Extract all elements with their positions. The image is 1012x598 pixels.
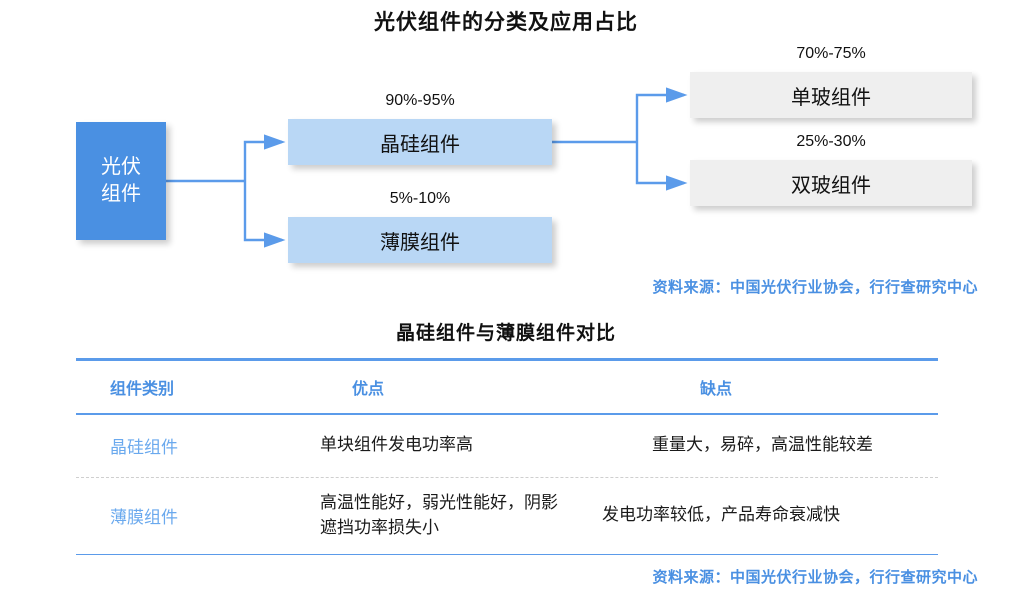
column-header-cons: 缺点 xyxy=(700,381,733,398)
page-title: 光伏组件的分类及应用占比 xyxy=(374,11,638,34)
percent-label-thin-film: 5%-10% xyxy=(389,190,451,207)
table-title: 晶硅组件与薄膜组件对比 xyxy=(395,323,616,344)
node-double-glass-label: 双玻组件 xyxy=(791,174,871,197)
node-crystalline-label: 晶硅组件 xyxy=(380,133,460,156)
node-single-glass-module[interactable]: 单玻组件 xyxy=(690,72,972,118)
table-header-rule xyxy=(76,413,938,415)
node-thin-film-label: 薄膜组件 xyxy=(380,231,460,254)
table-row-separator xyxy=(76,476,938,478)
cell-pros: 高温性能好，弱光性能好，阴影遮挡功率损失小 xyxy=(320,492,558,537)
node-thin-film-module[interactable]: 薄膜组件 xyxy=(288,217,552,263)
comparison-table: 组件类别 优点 缺点 晶硅组件 单块组件发电功率高 重量大，易碎，高温性能较差 … xyxy=(76,358,938,555)
percent-label-crystalline: 90%-95% xyxy=(385,92,455,109)
table-row: 晶硅组件 单块组件发电功率高 重量大，易碎，高温性能较差 xyxy=(76,415,938,477)
table-header-row: 组件类别 优点 缺点 xyxy=(76,361,938,413)
column-header-pros: 优点 xyxy=(352,381,385,398)
node-crystalline-module[interactable]: 晶硅组件 xyxy=(288,119,552,165)
source-note-diagram: 资料来源：中国光伏行业协会，行行查研究中心 xyxy=(652,279,978,296)
cell-cons: 重量大，易碎，高温性能较差 xyxy=(652,435,873,455)
cell-category: 薄膜组件 xyxy=(110,508,178,527)
source-note-table: 资料来源：中国光伏行业协会，行行查研究中心 xyxy=(652,569,978,586)
node-single-glass-label: 单玻组件 xyxy=(791,86,871,109)
classification-flow-diagram: 光伏 组件 90%-95% 晶硅组件 5%-10% 薄膜组件 70%-75% 单… xyxy=(0,40,1012,300)
node-photovoltaic-module[interactable]: 光伏 组件 xyxy=(76,122,166,240)
cell-cons: 发电功率较低，产品寿命衰减快 xyxy=(602,505,840,525)
table-row: 薄膜组件 高温性能好，弱光性能好，阴影遮挡功率损失小 发电功率较低，产品寿命衰减… xyxy=(76,478,938,554)
percent-label-single-glass: 70%-75% xyxy=(796,45,866,62)
table-top-rule xyxy=(76,358,938,361)
node-double-glass-module[interactable]: 双玻组件 xyxy=(690,160,972,206)
node-root-label: 光伏 组件 xyxy=(101,156,141,205)
column-header-category: 组件类别 xyxy=(110,381,175,398)
cell-pros: 单块组件发电功率高 xyxy=(320,435,473,455)
percent-label-double-glass: 25%-30% xyxy=(796,133,866,150)
cell-category: 晶硅组件 xyxy=(110,438,178,457)
table-bottom-rule xyxy=(76,553,938,555)
